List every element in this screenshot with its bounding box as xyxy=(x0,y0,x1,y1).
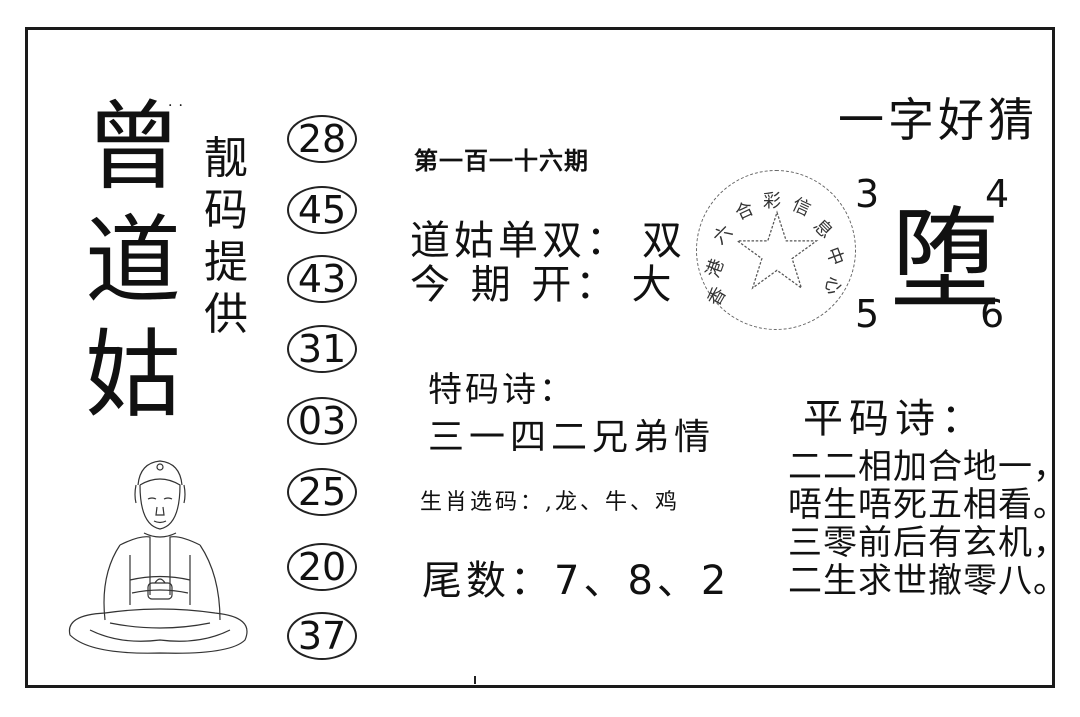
special-poem-title: 特码诗： xyxy=(428,370,576,410)
flat-poem-line: 唔生唔死五相看。 xyxy=(788,485,1068,525)
subtitle-column: 靓 码 提 供 xyxy=(196,133,256,341)
flat-poem-line: 三零前后有玄机， xyxy=(788,523,1068,563)
subtitle-char: 供 xyxy=(204,289,248,340)
number-ball: 31 xyxy=(287,325,357,373)
number-ball: 37 xyxy=(287,612,357,660)
tail-numbers-value: 7、8、2 xyxy=(554,558,731,604)
decorative-dots: ·· xyxy=(168,98,189,114)
corner-number-bottom-left: 5 xyxy=(855,292,880,336)
corner-number-top-right: 4 xyxy=(985,172,1010,216)
title-column: 曾 道 姑 xyxy=(78,90,188,432)
corner-number-top-left: 3 xyxy=(855,172,880,216)
stamp-char: 港 xyxy=(702,256,729,281)
subtitle-char: 靓 xyxy=(204,133,248,184)
speck xyxy=(474,676,476,684)
puzzle-character: 堕 xyxy=(890,196,1000,324)
buddha-illustration xyxy=(68,460,248,654)
issue-number: 第一百一十六期 xyxy=(414,146,589,175)
special-poem-line: 三一四二兄弟情 xyxy=(428,417,716,458)
stamp-char: 六 xyxy=(709,221,737,249)
corner-number-bottom-right: 6 xyxy=(980,292,1005,336)
title-char: 姑 xyxy=(85,319,181,431)
number-ball: 20 xyxy=(287,543,357,591)
this-period-value: 大 xyxy=(631,262,676,308)
stamp-char: 彩 xyxy=(763,191,781,212)
puzzle-title: 一字好猜 xyxy=(838,93,1038,147)
number-ball: 43 xyxy=(287,255,357,303)
number-ball: 03 xyxy=(287,397,357,445)
tail-numbers-row: 尾数：7、8、2 xyxy=(422,548,730,606)
seal-stamp: 香 港 六 合 彩 信 息 中 心 xyxy=(696,170,856,330)
flat-poem: 二二相加合地一， 唔生唔死五相看。 三零前后有玄机， 二生求世撤零八。 xyxy=(788,448,1068,600)
subtitle-char: 码 xyxy=(204,185,248,236)
zodiac-pick-label: 生肖选码： xyxy=(420,490,546,515)
zodiac-pick-row: 生肖选码：,龙、牛、鸡 xyxy=(420,484,680,516)
this-period-row: 今 期 开：大 xyxy=(410,252,675,310)
stamp-char: 中 xyxy=(821,244,848,269)
title-char: 道 xyxy=(85,205,181,317)
zodiac-pick-value: ,龙、牛、鸡 xyxy=(545,490,681,515)
title-char: 曾 xyxy=(85,91,181,203)
this-period-label: 今 期 开： xyxy=(410,262,620,308)
flat-poem-line: 二二相加合地一， xyxy=(788,447,1068,487)
flat-poem-line: 二生求世撤零八。 xyxy=(788,561,1068,601)
odd-even-label: 道姑单双： xyxy=(410,218,630,264)
star-icon xyxy=(735,210,819,290)
subtitle-char: 提 xyxy=(204,237,248,288)
tail-numbers-label: 尾数： xyxy=(422,558,554,604)
number-ball: 45 xyxy=(287,186,357,234)
number-ball: 28 xyxy=(287,115,357,163)
number-ball: 25 xyxy=(287,468,357,516)
page-border xyxy=(25,27,1055,688)
stamp-char: 心 xyxy=(820,275,845,297)
odd-even-value: 双 xyxy=(642,218,686,264)
flat-poem-title: 平码诗： xyxy=(803,396,987,442)
odd-even-row: 道姑单双： 双 xyxy=(410,208,686,266)
